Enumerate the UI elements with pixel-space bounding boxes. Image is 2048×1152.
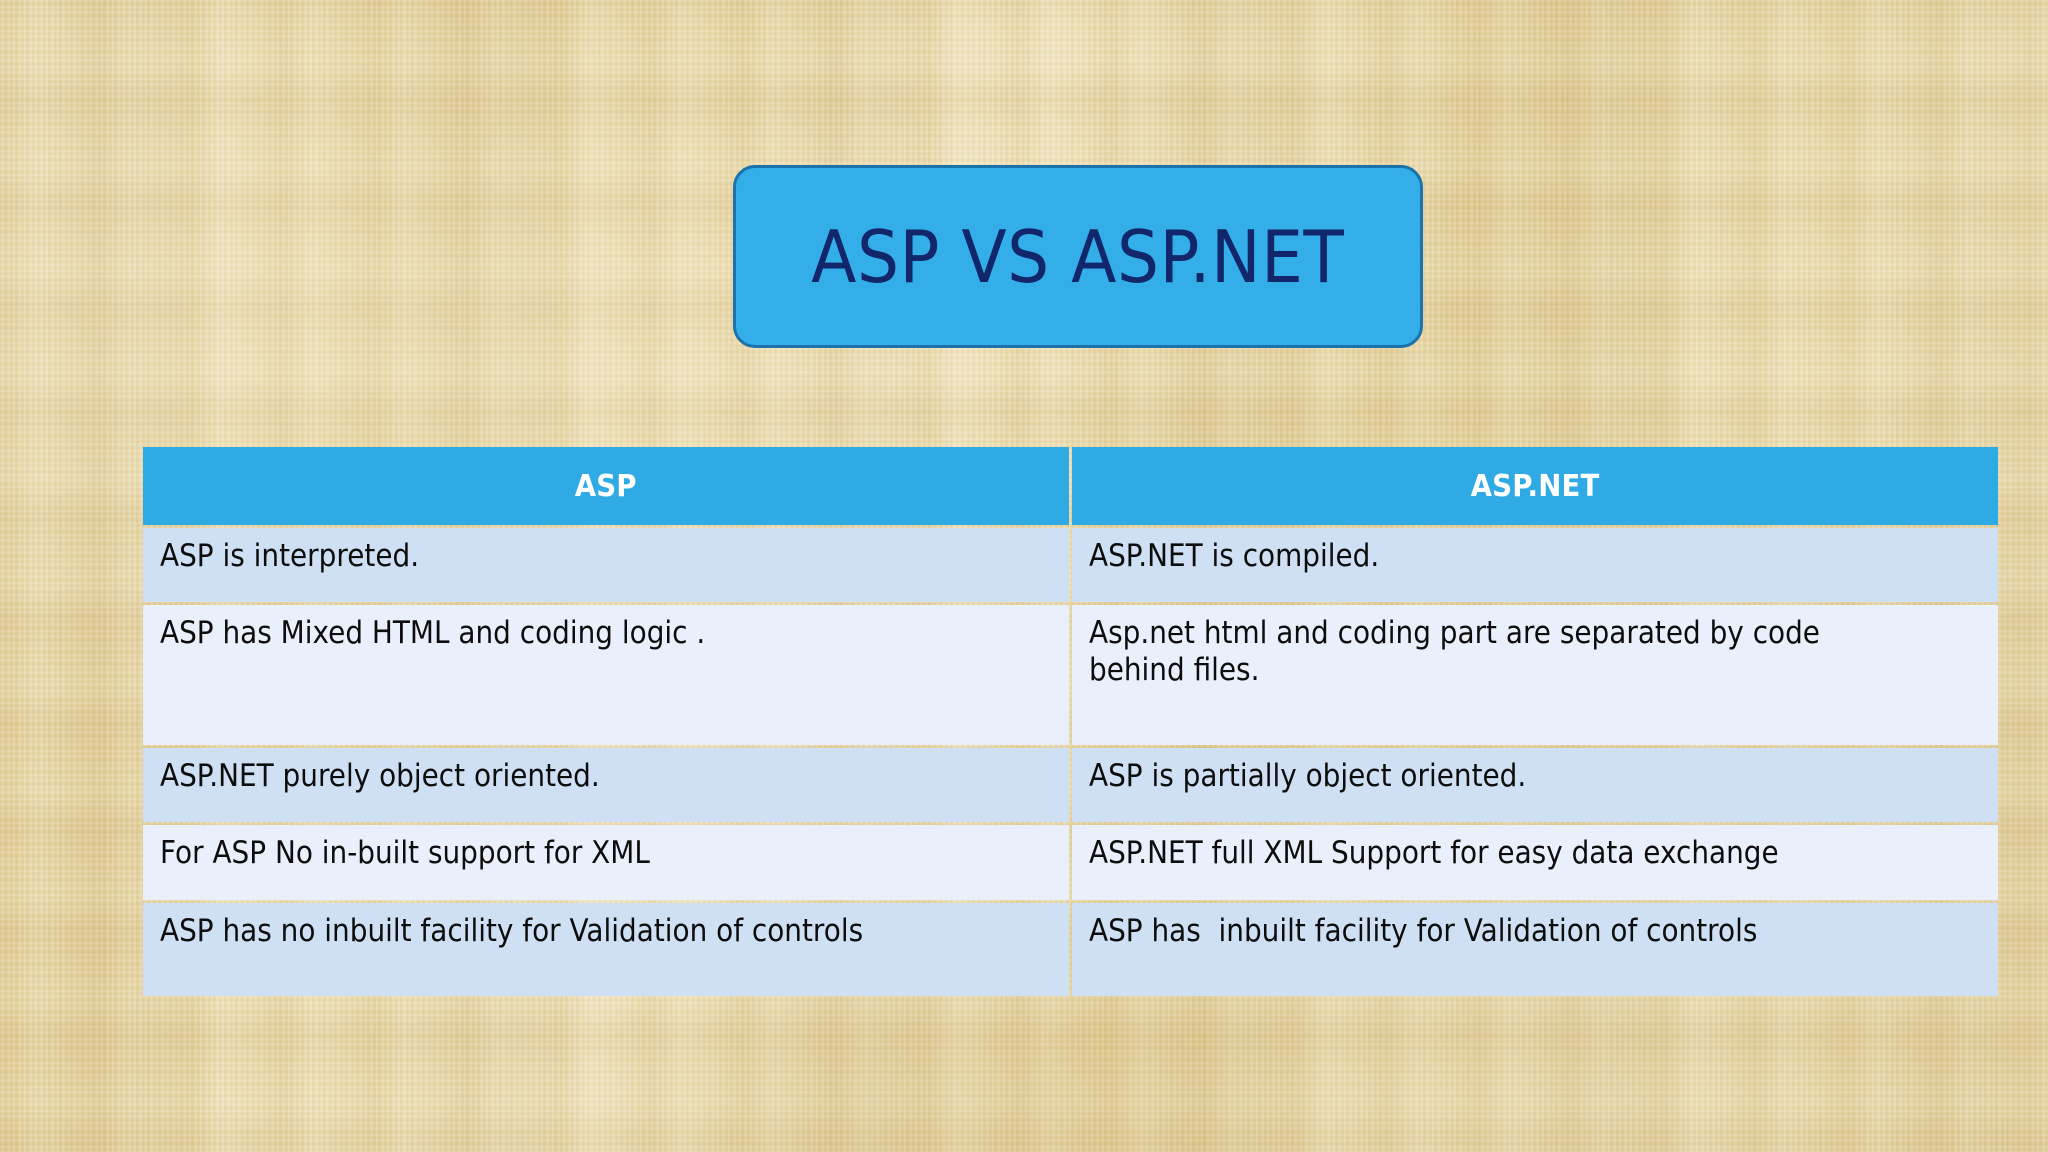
table-header-label-asp: ASP bbox=[574, 468, 638, 504]
table-row: ASP is interpreted. ASP.NET is compiled. bbox=[143, 528, 1998, 602]
comparison-table: ASP ASP.NET ASP is interpreted. ASP.NET … bbox=[143, 447, 1998, 996]
table-row: ASP.NET purely object oriented. ASP is p… bbox=[143, 748, 1998, 822]
table-header-cell-asp: ASP bbox=[143, 447, 1069, 525]
table-cell-asp: For ASP No in-built support for XML bbox=[143, 825, 1069, 900]
page-title: ASP VS ASP.NET bbox=[811, 214, 1345, 299]
table-cell-text: Asp.net html and coding part are separat… bbox=[1089, 615, 1829, 688]
table-cell-aspnet: ASP.NET full XML Support for easy data e… bbox=[1072, 825, 1998, 900]
table-cell-asp: ASP has no inbuilt facility for Validati… bbox=[143, 903, 1069, 996]
table-cell-asp: ASP is interpreted. bbox=[143, 528, 1069, 602]
table-cell-text: ASP.NET is compiled. bbox=[1089, 538, 1380, 574]
table-cell-aspnet: ASP has inbuilt facility for Validation … bbox=[1072, 903, 1998, 996]
table-cell-text: ASP has inbuilt facility for Validation … bbox=[1089, 913, 1758, 949]
table-cell-text: ASP is interpreted. bbox=[160, 538, 420, 574]
table-cell-asp: ASP.NET purely object oriented. bbox=[143, 748, 1069, 822]
table-cell-text: ASP is partially object oriented. bbox=[1089, 758, 1527, 794]
table-cell-aspnet: ASP is partially object oriented. bbox=[1072, 748, 1998, 822]
table-cell-text: ASP.NET purely object oriented. bbox=[160, 758, 600, 794]
slide-title-box: ASP VS ASP.NET bbox=[733, 165, 1423, 348]
table-cell-text: ASP has Mixed HTML and coding logic . bbox=[160, 615, 706, 651]
table-cell-aspnet: ASP.NET is compiled. bbox=[1072, 528, 1998, 602]
table-header-label-aspnet: ASP.NET bbox=[1470, 468, 1600, 504]
table-cell-text: For ASP No in-built support for XML bbox=[160, 835, 650, 871]
table-cell-asp: ASP has Mixed HTML and coding logic . bbox=[143, 605, 1069, 745]
table-row: ASP has Mixed HTML and coding logic . As… bbox=[143, 605, 1998, 745]
table-header-row: ASP ASP.NET bbox=[143, 447, 1998, 525]
table-cell-text: ASP.NET full XML Support for easy data e… bbox=[1089, 835, 1779, 871]
table-cell-aspnet: Asp.net html and coding part are separat… bbox=[1072, 605, 1998, 745]
table-header-cell-aspnet: ASP.NET bbox=[1072, 447, 1998, 525]
table-cell-text: ASP has no inbuilt facility for Validati… bbox=[160, 913, 864, 949]
table-row: ASP has no inbuilt facility for Validati… bbox=[143, 903, 1998, 996]
table-row: For ASP No in-built support for XML ASP.… bbox=[143, 825, 1998, 900]
